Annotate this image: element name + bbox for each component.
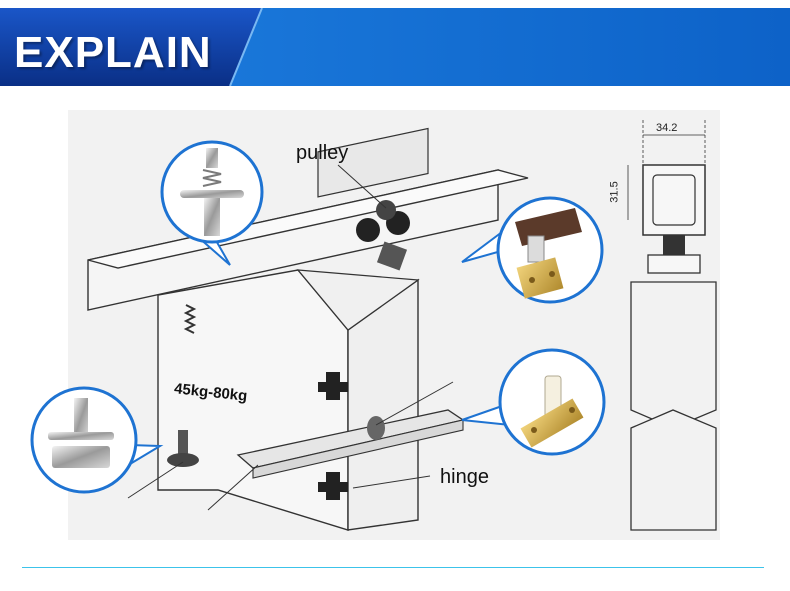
door-diagram — [87, 120, 717, 531]
dimension-width: 34.2 — [656, 122, 678, 134]
bottom-divider — [22, 567, 764, 568]
hinge-label: hinge — [440, 466, 489, 488]
profile-section — [627, 120, 717, 531]
pulley-assembly — [317, 127, 429, 271]
hinge-lower — [318, 472, 348, 500]
header-banner: EXPLAIN — [0, 8, 790, 86]
pulley-bracket-icon — [461, 196, 604, 304]
bottom-guide-icon — [461, 348, 606, 456]
floor-pivot-icon — [30, 386, 164, 494]
pulley-label: pulley — [296, 142, 349, 164]
banner-background — [0, 8, 790, 86]
top-pivot-icon — [160, 140, 264, 266]
hinge-upper — [318, 372, 348, 400]
banner-title: EXPLAIN — [14, 28, 212, 77]
